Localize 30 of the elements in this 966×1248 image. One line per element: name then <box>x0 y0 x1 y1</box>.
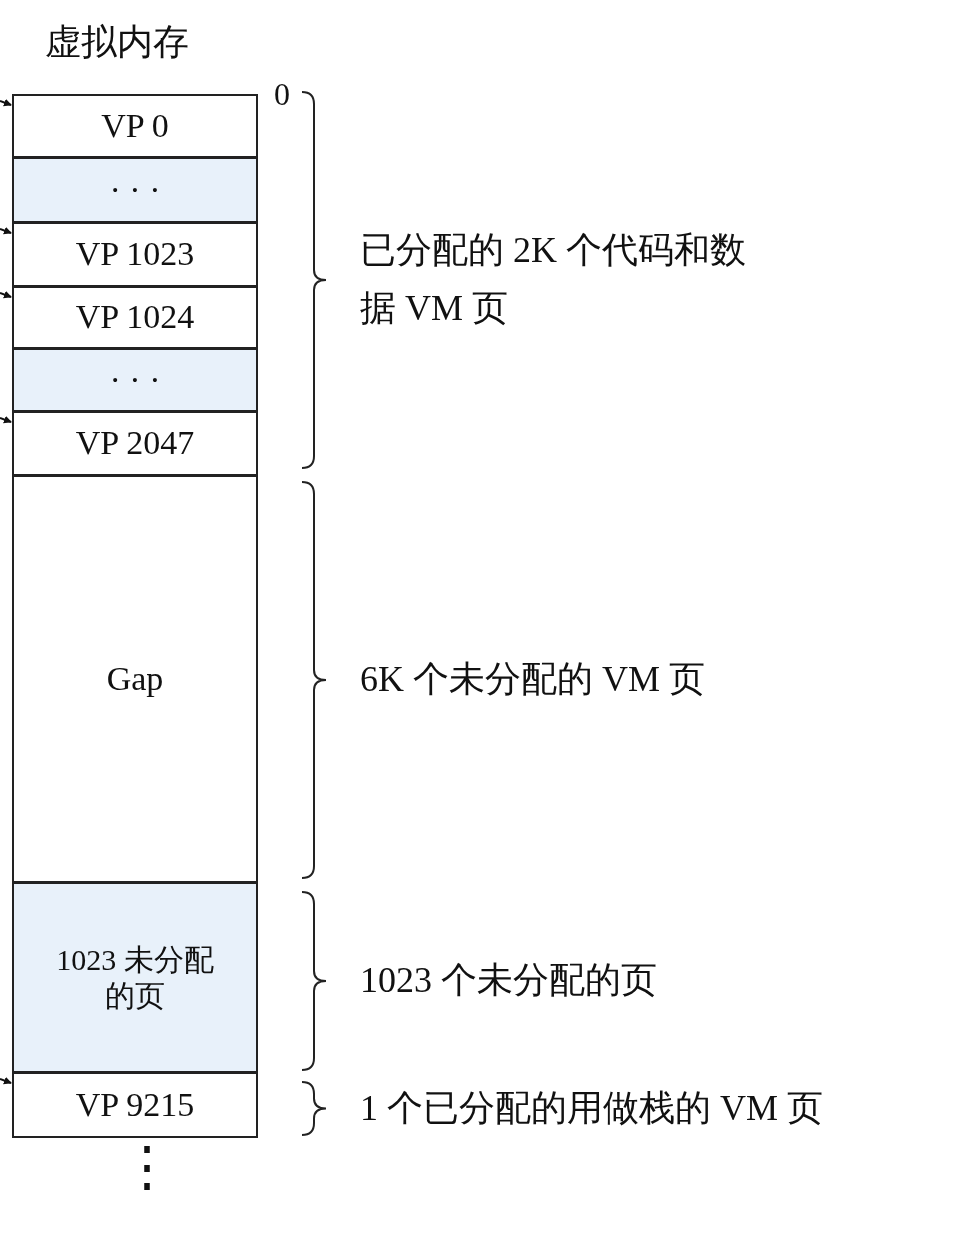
brace-annotation: 6K 个未分配的 VM 页 <box>360 658 706 702</box>
brace-annotation: 1023 个未分配的页 <box>360 959 658 1003</box>
continuation-dots: ⋮ <box>120 1140 174 1194</box>
arrow <box>0 1076 12 1085</box>
brace-annotation: 已分配的 2K 个代码和数据 VM 页 <box>360 229 747 330</box>
arrow <box>0 226 12 235</box>
arrow <box>0 290 12 299</box>
page-label: VP 0 <box>101 105 169 146</box>
arrow <box>0 98 12 107</box>
page-label: 1023 未分配的页 <box>55 941 215 1014</box>
page-label: Gap <box>106 658 164 699</box>
arrow <box>0 415 12 424</box>
memory-page-cell <box>12 286 258 349</box>
shaded-memory-page-cell <box>12 882 258 1073</box>
memory-page-cell <box>12 222 258 287</box>
memory-page-cell <box>12 475 258 883</box>
memory-page-cell <box>12 411 258 476</box>
page-label: · · · <box>109 169 161 210</box>
title: 虚拟内存 <box>45 20 189 64</box>
page-label: VP 2047 <box>75 423 195 464</box>
page-label: · · · <box>109 359 161 400</box>
memory-page-cell <box>12 94 258 158</box>
shaded-memory-page-cell <box>12 348 258 412</box>
page-label: VP 1024 <box>75 297 195 338</box>
address-label: 0 <box>274 76 290 113</box>
brace-annotation: 1 个已分配的用做栈的 VM 页 <box>360 1086 824 1130</box>
page-label: VP 1023 <box>75 234 195 275</box>
memory-page-cell <box>12 1072 258 1138</box>
shaded-memory-page-cell <box>12 157 258 223</box>
page-label: VP 9215 <box>75 1084 195 1125</box>
